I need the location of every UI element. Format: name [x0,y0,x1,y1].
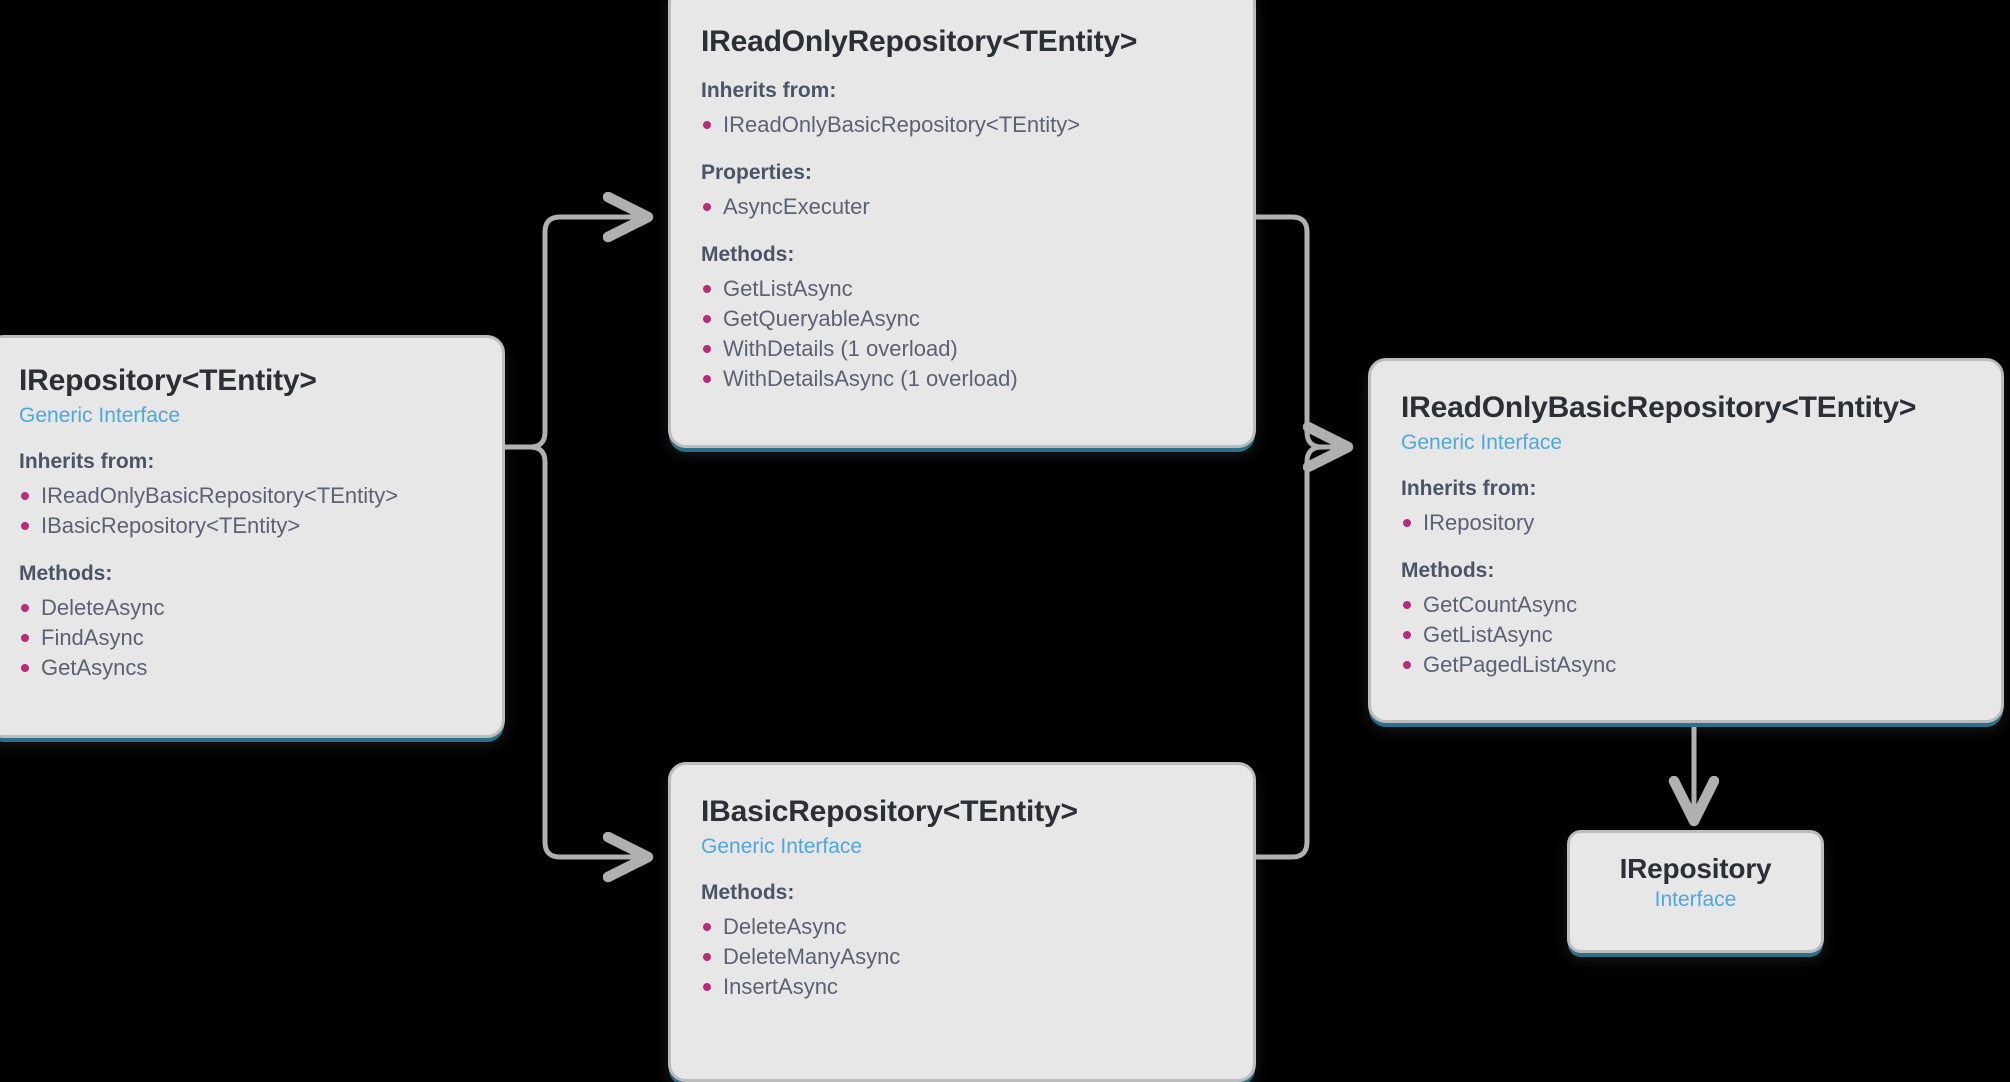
list-item: GetAsyncs [19,653,472,683]
section-inherits-from: Inherits from: IReadOnlyBasicRepository<… [701,78,1223,140]
card-title: IReadOnlyRepository<TEntity> [701,25,1138,58]
methods-list: GetCountAsync GetListAsync GetPagedListA… [1401,590,1971,680]
section-heading: Methods: [701,242,795,266]
card-body: IReadOnlyBasicRepository<TEntity> Generi… [1371,361,2001,704]
class-card-irepository-generic[interactable]: IRepository<TEntity> Generic Interface I… [0,335,505,738]
list-item: AsyncExecuter [701,192,1223,222]
list-item: DeleteAsync [701,912,1223,942]
section-methods: Methods: DeleteAsync FindAsync GetAsyncs [19,561,472,683]
card-body: IBasicRepository<TEntity> Generic Interf… [671,765,1253,1026]
card-subtitle: Generic Interface [1401,430,1563,454]
list-item: WithDetailsAsync (1 overload) [701,364,1223,394]
inherits-list: IRepository [1401,508,1971,538]
section-heading: Inherits from: [701,78,837,102]
card-title: IRepository [1619,853,1772,884]
card-title: IReadOnlyBasicRepository<TEntity> [1401,391,1917,424]
section-heading: Inherits from: [1401,476,1537,500]
list-item: WithDetails (1 overload) [701,334,1223,364]
connector-layer [502,0,2010,1058]
list-item: DeleteAsync [19,593,472,623]
list-item: IBasicRepository<TEntity> [19,511,472,541]
methods-list: DeleteAsync FindAsync GetAsyncs [19,593,472,683]
connector-irepository-to-ireadonlyrepository [502,217,645,450]
connector-ireadonlyrepository-to-ireadonlybasicrepository [1253,214,1345,447]
list-item: IReadOnlyBasicRepository<TEntity> [19,481,472,511]
class-card-ireadonlyrepository[interactable]: IReadOnlyRepository<TEntity> Inherits fr… [668,0,1256,448]
class-card-irepository-simple[interactable]: IRepository Interface [1567,830,1824,953]
section-inherits-from: Inherits from: IReadOnlyBasicRepository<… [19,449,472,541]
card-subtitle: Generic Interface [701,834,863,858]
list-item: InsertAsync [701,972,1223,1002]
list-item: GetQueryableAsync [701,304,1223,334]
list-item: GetListAsync [701,274,1223,304]
list-item: GetPagedListAsync [1401,650,1971,680]
class-card-ibasicrepository[interactable]: IBasicRepository<TEntity> Generic Interf… [668,762,1256,1082]
list-item: GetCountAsync [1401,590,1971,620]
section-inherits-from: Inherits from: IRepository [1401,476,1971,538]
card-title: IRepository<TEntity> [19,364,317,397]
card-title: IBasicRepository<TEntity> [701,795,1078,828]
properties-list: AsyncExecuter [701,192,1223,222]
methods-list: GetListAsync GetQueryableAsync WithDetai… [701,274,1223,394]
inherits-list: IReadOnlyBasicRepository<TEntity> IBasic… [19,481,472,541]
list-item: FindAsync [19,623,472,653]
inherits-list: IReadOnlyBasicRepository<TEntity> [701,110,1223,140]
section-methods: Methods: GetListAsync GetQueryableAsync … [701,242,1223,394]
section-properties: Properties: AsyncExecuter [701,160,1223,222]
methods-list: DeleteAsync DeleteManyAsync InsertAsync [701,912,1223,1002]
list-item: IRepository [1401,508,1971,538]
section-methods: Methods: DeleteAsync DeleteManyAsync Ins… [701,880,1223,1002]
card-body: IRepository<TEntity> Generic Interface I… [0,338,502,707]
section-heading: Methods: [19,561,113,585]
list-item: DeleteManyAsync [701,942,1223,972]
section-heading: Methods: [701,880,795,904]
section-heading: Inherits from: [19,449,155,473]
section-heading: Methods: [1401,558,1495,582]
connector-ibasicrepository-to-ireadonlybasicrepository [1253,444,1348,860]
card-subtitle: Generic Interface [19,403,181,427]
card-subtitle: Interface [1654,888,1737,912]
class-card-ireadonlybasicrepository[interactable]: IReadOnlyBasicRepository<TEntity> Generi… [1368,358,2004,723]
section-methods: Methods: GetCountAsync GetListAsync GetP… [1401,558,1971,680]
card-body: IRepository Interface [1570,833,1821,913]
list-item: IReadOnlyBasicRepository<TEntity> [701,110,1223,140]
connector-irepository-to-ibasicrepository [502,444,645,857]
section-heading: Properties: [701,160,812,184]
card-body: IReadOnlyRepository<TEntity> Inherits fr… [671,0,1253,418]
list-item: GetListAsync [1401,620,1971,650]
